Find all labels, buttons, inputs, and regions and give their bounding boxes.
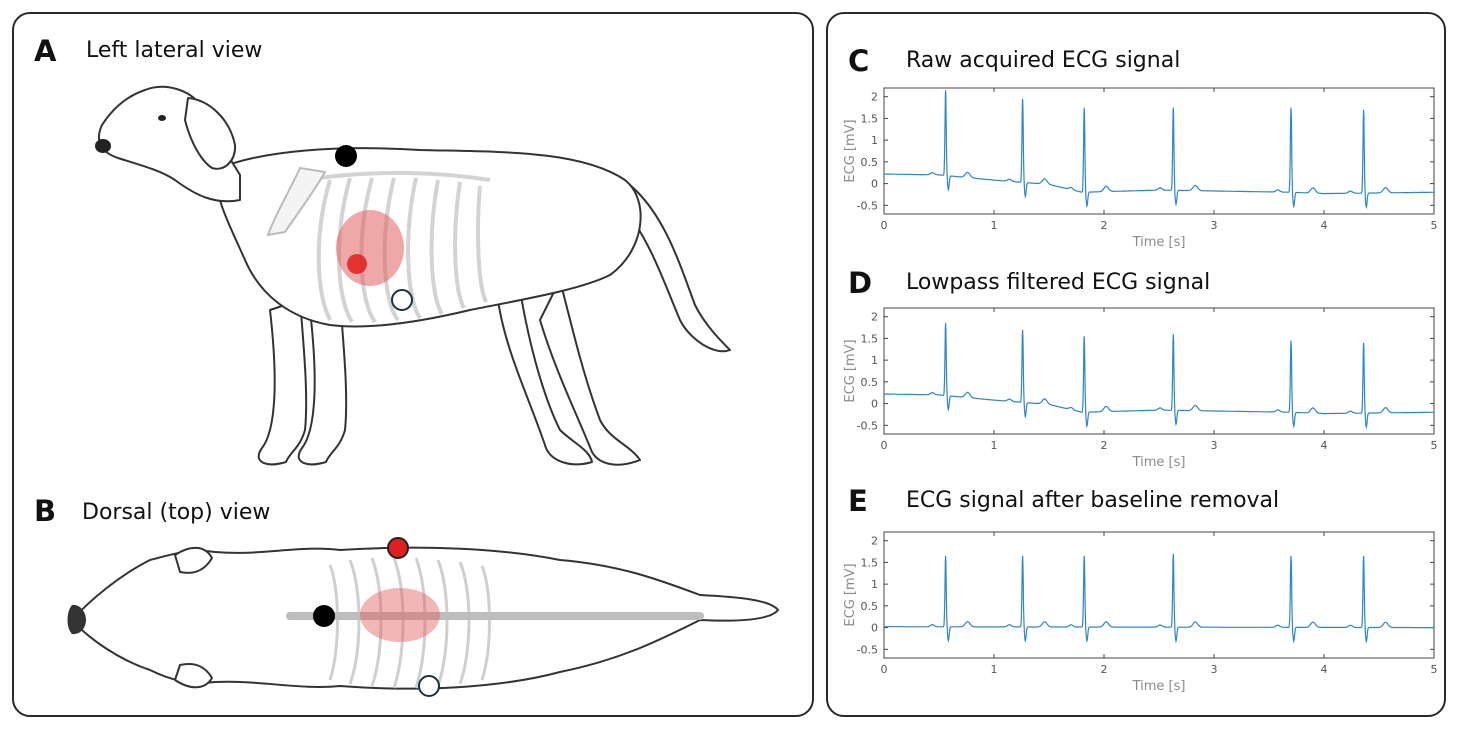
x-tick-label: 3 [1211, 219, 1218, 232]
x-axis-label: Time [s] [1132, 679, 1186, 694]
electrode-black-lateral [335, 145, 357, 167]
x-tick-label: 5 [1431, 219, 1438, 232]
plot-frame [883, 307, 1435, 435]
dog-nose [95, 139, 111, 153]
y-tick-label: 1 [871, 134, 878, 147]
y-tick-label: 1.5 [861, 556, 879, 569]
x-tick-label: 1 [991, 439, 998, 452]
y-tick-label: 0.5 [861, 376, 879, 389]
x-tick-label: 0 [881, 663, 888, 676]
x-tick-label: 2 [1101, 663, 1108, 676]
ecg-trace [884, 553, 1434, 644]
x-tick-label: 5 [1431, 439, 1438, 452]
x-tick-label: 2 [1101, 439, 1108, 452]
x-tick-label: 0 [881, 439, 888, 452]
x-tick-label: 3 [1211, 439, 1218, 452]
y-axis-label: ECG [mV] [843, 563, 858, 626]
y-tick-label: 0 [871, 398, 878, 411]
plot-frame [883, 531, 1435, 659]
y-tick-label: 0.5 [861, 156, 879, 169]
y-tick-label: 1 [871, 354, 878, 367]
x-axis-label: Time [s] [1132, 455, 1186, 470]
panel-letter-c: C [848, 44, 870, 78]
y-tick-label: 0 [871, 622, 878, 635]
panel-title-e: ECG signal after baseline removal [906, 488, 1280, 513]
x-tick-label: 5 [1431, 663, 1438, 676]
electrode-white-dorsal [418, 675, 440, 697]
x-tick-label: 4 [1321, 219, 1328, 232]
y-tick-label: -0.5 [857, 643, 878, 656]
plot-frame [883, 87, 1435, 215]
dog-dorsal-illustration [67, 537, 779, 697]
panel-letter-b: B [34, 494, 57, 528]
x-tick-label: 3 [1211, 663, 1218, 676]
y-tick-label: 2 [871, 91, 878, 104]
x-tick-label: 4 [1321, 439, 1328, 452]
x-tick-label: 0 [881, 219, 888, 232]
electrode-red-lateral [347, 254, 367, 274]
panel-letter-e: E [848, 484, 868, 518]
x-tick-label: 1 [991, 663, 998, 676]
electrode-white-lateral [391, 289, 413, 311]
y-axis-label: ECG [mV] [843, 339, 858, 402]
dog-lateral-illustration [95, 85, 731, 466]
ecg-trace [884, 323, 1434, 430]
y-tick-label: 0.5 [861, 600, 879, 613]
x-tick-label: 4 [1321, 663, 1328, 676]
heart-dorsal [360, 588, 440, 642]
y-tick-label: 1.5 [861, 332, 879, 345]
panel-title-b: Dorsal (top) view [82, 500, 271, 525]
dorsal-nose [67, 604, 86, 635]
x-tick-label: 2 [1101, 219, 1108, 232]
y-axis-label: ECG [mV] [843, 119, 858, 182]
panel-title-c: Raw acquired ECG signal [906, 48, 1181, 73]
y-tick-label: 0 [871, 178, 878, 191]
panel-letter-d: D [848, 266, 873, 300]
x-axis-label: Time [s] [1132, 235, 1186, 250]
y-tick-label: 2 [871, 311, 878, 324]
y-tick-label: -0.5 [857, 199, 878, 212]
y-tick-label: 1.5 [861, 112, 879, 125]
x-tick-label: 1 [991, 219, 998, 232]
electrode-black-dorsal [313, 605, 335, 627]
electrode-red-dorsal [387, 537, 409, 559]
panel-letter-a: A [34, 34, 57, 68]
panel-title-a: Left lateral view [86, 38, 263, 63]
y-tick-label: -0.5 [857, 419, 878, 432]
panel-title-d: Lowpass filtered ECG signal [906, 270, 1211, 295]
y-tick-label: 1 [871, 578, 878, 591]
ecg-trace [884, 90, 1434, 210]
y-tick-label: 2 [871, 535, 878, 548]
